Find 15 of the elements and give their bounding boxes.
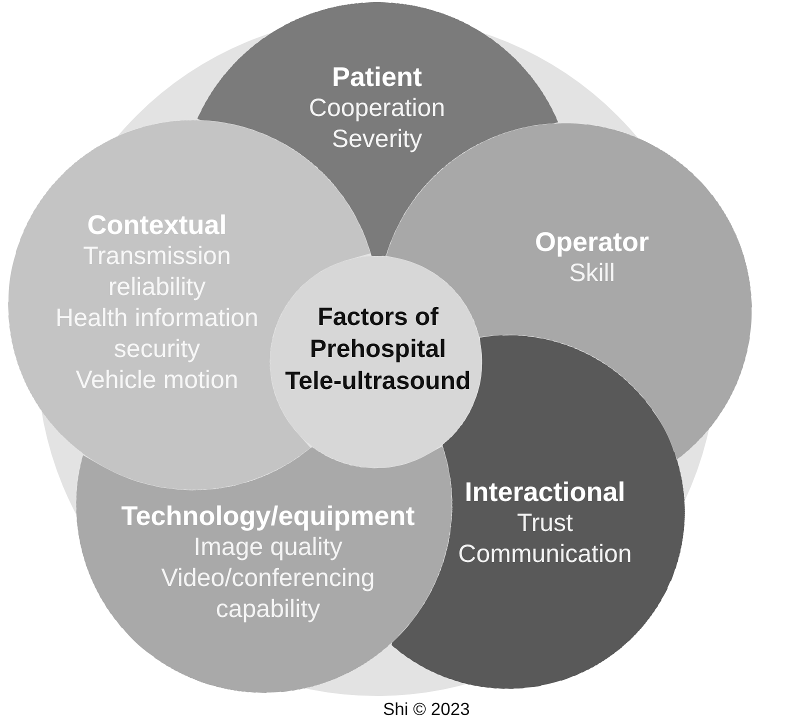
copyright-caption: Shi © 2023 (383, 699, 470, 720)
factor-item: Communication (458, 539, 632, 570)
factor-heading: Technology/equipment (121, 501, 415, 532)
factor-item: Severity (332, 124, 422, 155)
factor-item: Video/conferencing capability (160, 563, 376, 625)
factor-region (76, 446, 452, 693)
factor-heading: Interactional (464, 477, 626, 508)
factor-item: Trust (516, 508, 574, 539)
factor-heading: Contextual (87, 210, 227, 240)
factor-item: Image quality (194, 532, 342, 563)
factor-heading: Patient (332, 62, 422, 93)
factor-item: Skill (569, 258, 615, 288)
hub-title: Factors of Prehospital Tele-ultrasound (284, 302, 472, 397)
factor-heading: Operator (534, 226, 650, 258)
factor-item: Cooperation (308, 93, 446, 124)
